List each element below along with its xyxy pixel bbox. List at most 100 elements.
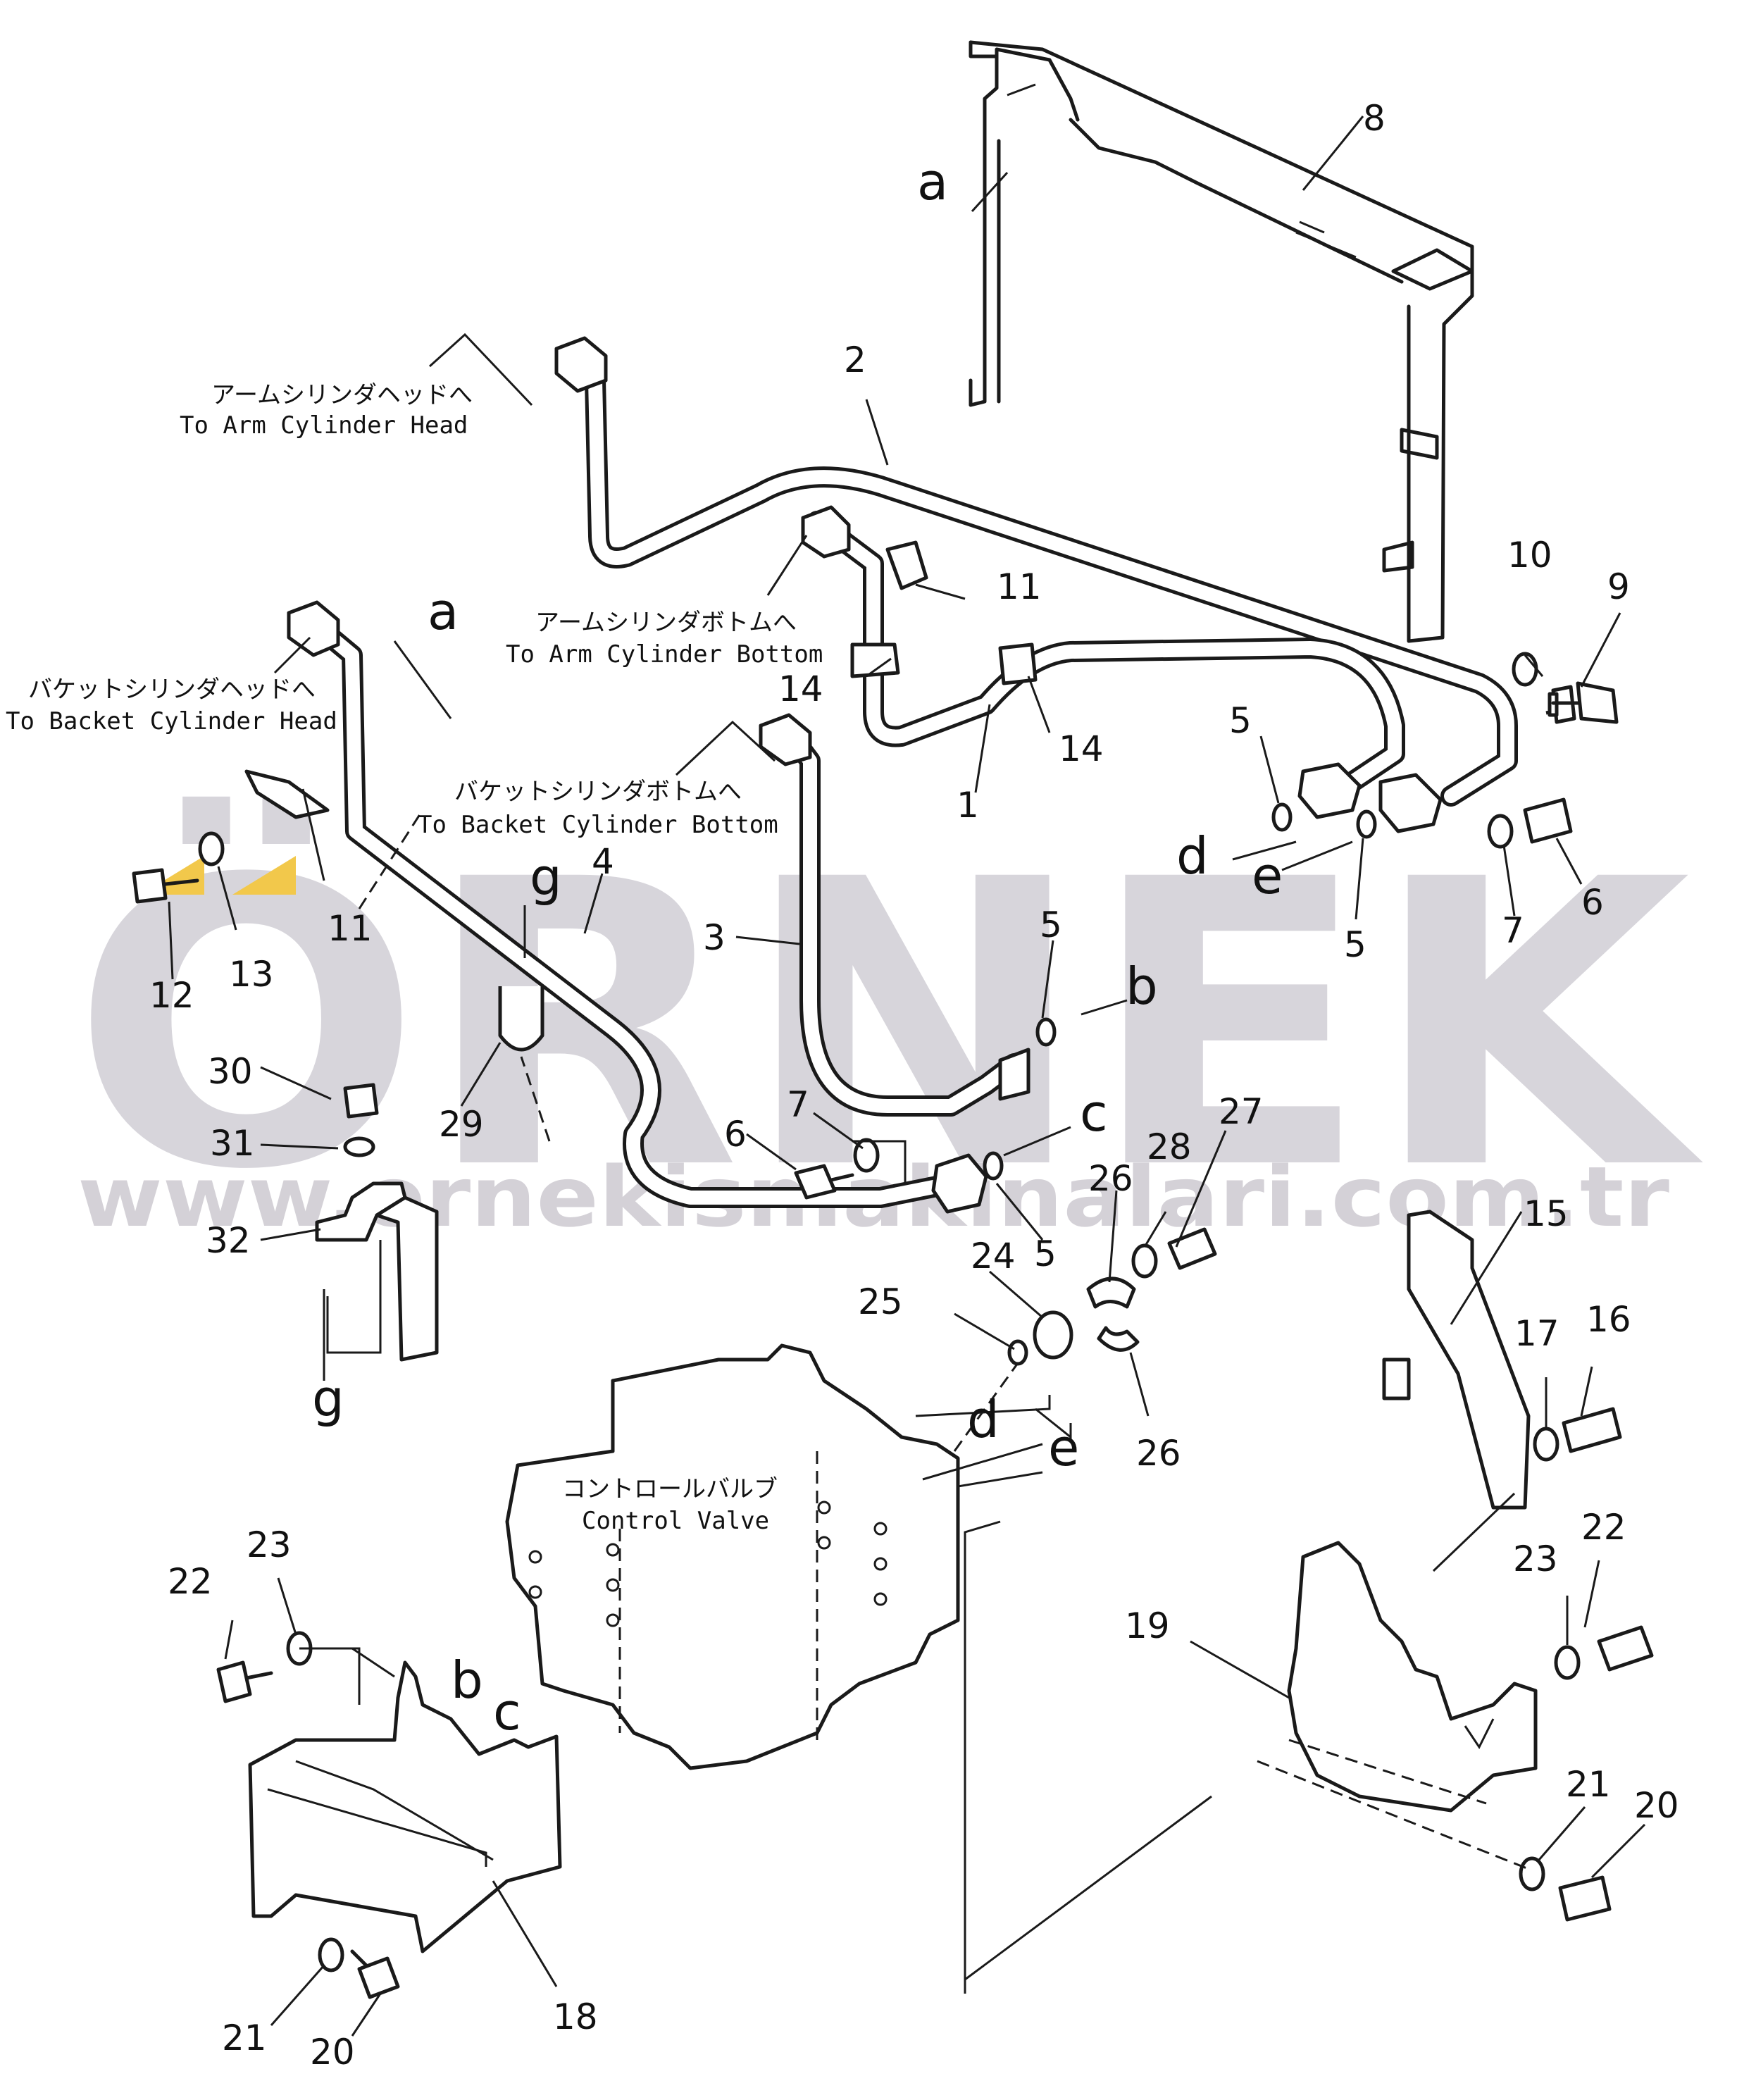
reference-letters: a a b b c c d d e e g g bbox=[312, 152, 1283, 1741]
part-number-8: 8 bbox=[1363, 98, 1386, 139]
o-ring-5-d bbox=[983, 1151, 1004, 1181]
part-number-3: 3 bbox=[703, 917, 726, 958]
caption-arm-head-en: To Arm Cylinder Head bbox=[180, 411, 468, 440]
ref-letter-a-pipe: a bbox=[428, 582, 459, 641]
part-number-22-b: 22 bbox=[168, 1561, 213, 1602]
nut-30 bbox=[343, 1083, 379, 1119]
bolt-6-center bbox=[794, 1164, 854, 1200]
washer-17 bbox=[1533, 1427, 1559, 1462]
part-number-31: 31 bbox=[210, 1123, 255, 1164]
hardware bbox=[198, 652, 1581, 1972]
frame-bracket bbox=[969, 40, 1474, 643]
part-number-1: 1 bbox=[957, 785, 979, 826]
bolt-22-right bbox=[1597, 1625, 1654, 1672]
half-clamp-26-b bbox=[1097, 1326, 1140, 1352]
flange-1-end bbox=[1297, 762, 1362, 819]
bolt-6-right bbox=[1523, 797, 1573, 844]
o-ring-5-b bbox=[1356, 809, 1377, 839]
o-ring-5-a bbox=[1271, 802, 1293, 832]
part-number-16: 16 bbox=[1586, 1299, 1631, 1340]
part-number-6-a: 6 bbox=[1581, 882, 1604, 923]
ref-letter-c-pipe: c bbox=[1080, 1083, 1108, 1143]
part-number-9: 9 bbox=[1607, 566, 1630, 607]
bracket-32 bbox=[315, 1181, 439, 1362]
caption-valve-jp: コントロールバルブ bbox=[562, 1475, 778, 1503]
washer-21-right bbox=[1519, 1856, 1545, 1891]
part-number-5-d: 5 bbox=[1034, 1234, 1057, 1274]
u-bolt-29 bbox=[498, 986, 544, 1052]
part-number-26-a: 26 bbox=[1088, 1158, 1133, 1199]
washer-21-left bbox=[318, 1937, 344, 1972]
part-number-14-b: 14 bbox=[1059, 728, 1104, 769]
captions: アームシリンダヘッドへ To Arm Cylinder Head アームシリンダ… bbox=[6, 381, 823, 1535]
part-number-6-b: 6 bbox=[724, 1114, 747, 1155]
flanges bbox=[244, 336, 1443, 1214]
caption-bucket-bottom-jp: バケットシリンダボトムへ bbox=[454, 778, 742, 806]
part-number-28: 28 bbox=[1147, 1126, 1192, 1167]
flange-4-end bbox=[931, 1153, 988, 1214]
pipes bbox=[299, 342, 1518, 1208]
bolt-22-left bbox=[216, 1660, 273, 1703]
o-ring-5-c bbox=[1035, 1017, 1057, 1047]
washer-7-a bbox=[1487, 814, 1514, 849]
caption-valve-en: Control Valve bbox=[582, 1507, 769, 1535]
part-numbers: 1 2 3 4 5 5 5 5 6 6 7 7 8 9 10 11 11 12 … bbox=[149, 98, 1679, 2073]
flange-1-top bbox=[801, 505, 851, 559]
part-number-5-c: 5 bbox=[1040, 905, 1062, 945]
part-number-4: 4 bbox=[592, 841, 614, 882]
flange-4-top bbox=[287, 600, 340, 657]
ref-letter-d-flange: d bbox=[1176, 826, 1209, 886]
part-number-21-b: 21 bbox=[222, 2018, 267, 2058]
part-number-18: 18 bbox=[553, 1996, 598, 2037]
part-number-29: 29 bbox=[439, 1104, 484, 1145]
watermark: ÖRNEK www.ornekismakinalari.com.tr bbox=[70, 793, 1706, 1256]
washer-10 bbox=[1512, 652, 1538, 687]
part-number-26-b: 26 bbox=[1136, 1433, 1181, 1474]
ref-letter-c-valve: c bbox=[493, 1682, 521, 1741]
part-number-11-b: 11 bbox=[328, 908, 373, 949]
part-number-14-a: 14 bbox=[778, 669, 823, 709]
flange-3-top bbox=[759, 713, 812, 766]
flange-2-end bbox=[1378, 773, 1443, 833]
part-number-32: 32 bbox=[206, 1220, 251, 1261]
part-number-24: 24 bbox=[971, 1236, 1016, 1276]
flange-3-end bbox=[998, 1048, 1030, 1101]
ref-letter-e-flange: e bbox=[1252, 846, 1283, 905]
part-number-7-a: 7 bbox=[1502, 910, 1524, 951]
flange-2-top bbox=[554, 336, 608, 393]
watermark-brand: ÖRNEK bbox=[70, 793, 1706, 1256]
watermark-accent-right bbox=[232, 856, 296, 895]
part-number-20-b: 20 bbox=[310, 2032, 355, 2073]
bolt-9 bbox=[1545, 681, 1619, 724]
part-number-15: 15 bbox=[1524, 1193, 1569, 1234]
ring-25 bbox=[1007, 1339, 1028, 1366]
washer-23-right bbox=[1554, 1645, 1581, 1680]
bracket-18 bbox=[248, 1660, 562, 1953]
ring-24 bbox=[1033, 1310, 1073, 1360]
part-number-17: 17 bbox=[1514, 1313, 1559, 1354]
part-number-22-a: 22 bbox=[1581, 1507, 1626, 1548]
washer-28 bbox=[1131, 1243, 1158, 1279]
ref-letter-b-pipe: b bbox=[1126, 957, 1158, 1016]
ref-letter-a-frame: a bbox=[917, 152, 948, 211]
bracket-19 bbox=[1287, 1541, 1538, 1813]
ref-letter-b-valve: b bbox=[451, 1651, 483, 1710]
bolts bbox=[132, 681, 1654, 1999]
part-number-2: 2 bbox=[844, 340, 866, 380]
bolt-20-right bbox=[1558, 1875, 1612, 1922]
bolt-16 bbox=[1562, 1407, 1622, 1453]
control-valve bbox=[505, 1343, 960, 1770]
caption-arm-head-jp: アームシリンダヘッドへ bbox=[211, 381, 473, 409]
bolt-12 bbox=[132, 868, 199, 904]
clamp-14-right bbox=[998, 642, 1038, 685]
ref-letter-g-top: g bbox=[530, 847, 562, 907]
caption-arm-bottom-en: To Arm Cylinder Bottom bbox=[506, 640, 823, 669]
ref-letter-d-valve: d bbox=[967, 1390, 1000, 1449]
part-number-20-a: 20 bbox=[1634, 1785, 1679, 1826]
part-number-30: 30 bbox=[208, 1051, 253, 1092]
caption-arm-bottom-jp: アームシリンダボトムへ bbox=[535, 609, 797, 637]
clamp-14-left bbox=[850, 642, 900, 678]
ref-letter-e-valve: e bbox=[1048, 1418, 1079, 1477]
caption-bucket-bottom-en: To Backet Cylinder Bottom bbox=[418, 811, 778, 839]
